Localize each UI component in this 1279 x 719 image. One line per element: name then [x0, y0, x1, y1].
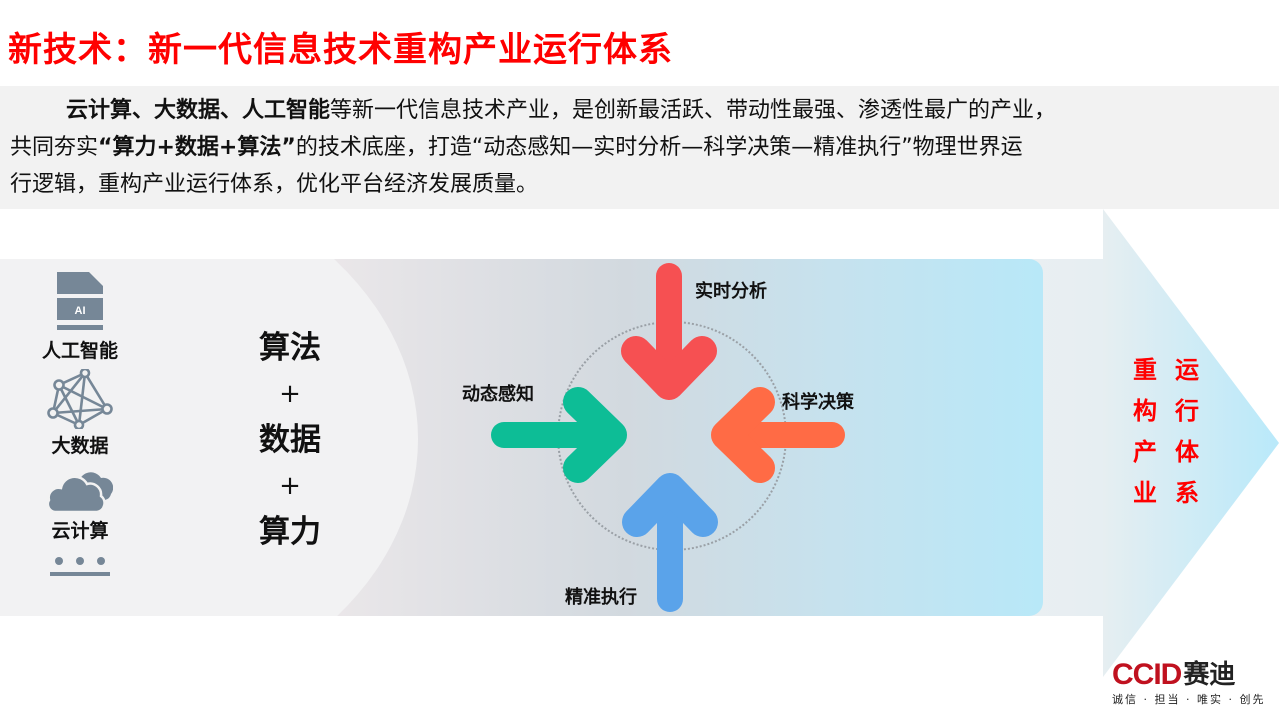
outcome-char: 业: [1133, 479, 1157, 507]
tech-item-cloud: 云计算: [47, 466, 113, 543]
tech-label-ai: 人工智能: [41, 340, 118, 362]
cycle-label-perception: 动态感知: [462, 384, 534, 405]
outcome-char: 产: [1133, 438, 1157, 466]
intro-highlight-technologies: 云计算、大数据、人工智能: [66, 98, 331, 123]
outcome-char: 行: [1175, 397, 1199, 425]
arrow-down-icon: [621, 263, 717, 400]
network-graph-icon: [47, 369, 113, 429]
logo-brand: CCID: [1112, 658, 1182, 691]
outcome-char: 体: [1175, 438, 1199, 466]
svg-text:AI: AI: [74, 305, 85, 317]
cloud-icon: [47, 472, 113, 514]
page-title: 新技术：新一代信息技术重构产业运行体系: [8, 30, 673, 70]
outcome-arrow-shape: [1103, 209, 1279, 677]
intro-paragraph: 云计算、大数据、人工智能等新一代信息技术产业，是创新最活跃、带动性最强、渗透性最…: [0, 86, 1279, 209]
formula-plus: +: [279, 471, 301, 501]
ai-document-icon: AI: [56, 272, 103, 330]
outcome-char: 运: [1175, 356, 1199, 384]
converging-arrows: [491, 263, 845, 612]
cycle-label-execution: 精准执行: [565, 587, 637, 608]
formula-stack: 算法 + 数据 + 算力: [240, 328, 340, 552]
more-ellipsis-icon: [50, 557, 110, 576]
logo-slogan: 诚信 · 担当 · 唯实 · 创先: [1112, 693, 1266, 706]
formula-compute: 算力: [259, 514, 321, 550]
intro-line-3: 行逻辑，重构产业运行体系，优化平台经济发展质量。: [10, 172, 539, 197]
technology-list: AI 人工智能: [30, 272, 130, 579]
outcome-char: 重: [1133, 356, 1157, 384]
outcome-char: 构: [1133, 397, 1157, 425]
arrow-left-icon: [711, 387, 845, 483]
logo-brand-cn: 赛迪: [1183, 660, 1236, 690]
formula-algorithm: 算法: [259, 330, 321, 366]
cycle-label-analysis: 实时分析: [695, 281, 767, 302]
intro-line-2: 共同夯实“算力+数据+算法”的技术底座，打造“动态感知—实时分析—科学决策—精准…: [10, 135, 1023, 160]
intro-line-1: 云计算、大数据、人工智能等新一代信息技术产业，是创新最活跃、带动性最强、渗透性最…: [66, 98, 1057, 123]
tech-label-bigdata: 大数据: [51, 435, 109, 457]
formula-data: 数据: [259, 422, 321, 458]
cycle-label-decision: 科学决策: [782, 392, 854, 413]
arrow-up-icon: [622, 473, 718, 612]
outcome-text: 重 运 构 行 产 体 业 系: [1128, 353, 1204, 511]
outcome-char: 系: [1175, 479, 1199, 507]
formula-plus: +: [279, 379, 301, 409]
tech-item-bigdata: 大数据: [47, 369, 113, 458]
ccid-logo: CCID 赛迪 诚信 · 担当 · 唯实 · 创先: [1112, 658, 1266, 707]
tech-item-ai: AI 人工智能: [42, 272, 118, 363]
tech-label-cloud: 云计算: [51, 520, 109, 542]
intro-highlight-formula: “算力+数据+算法”: [98, 135, 296, 160]
arrow-right-icon: [491, 387, 627, 483]
tech-item-more: [47, 553, 113, 579]
